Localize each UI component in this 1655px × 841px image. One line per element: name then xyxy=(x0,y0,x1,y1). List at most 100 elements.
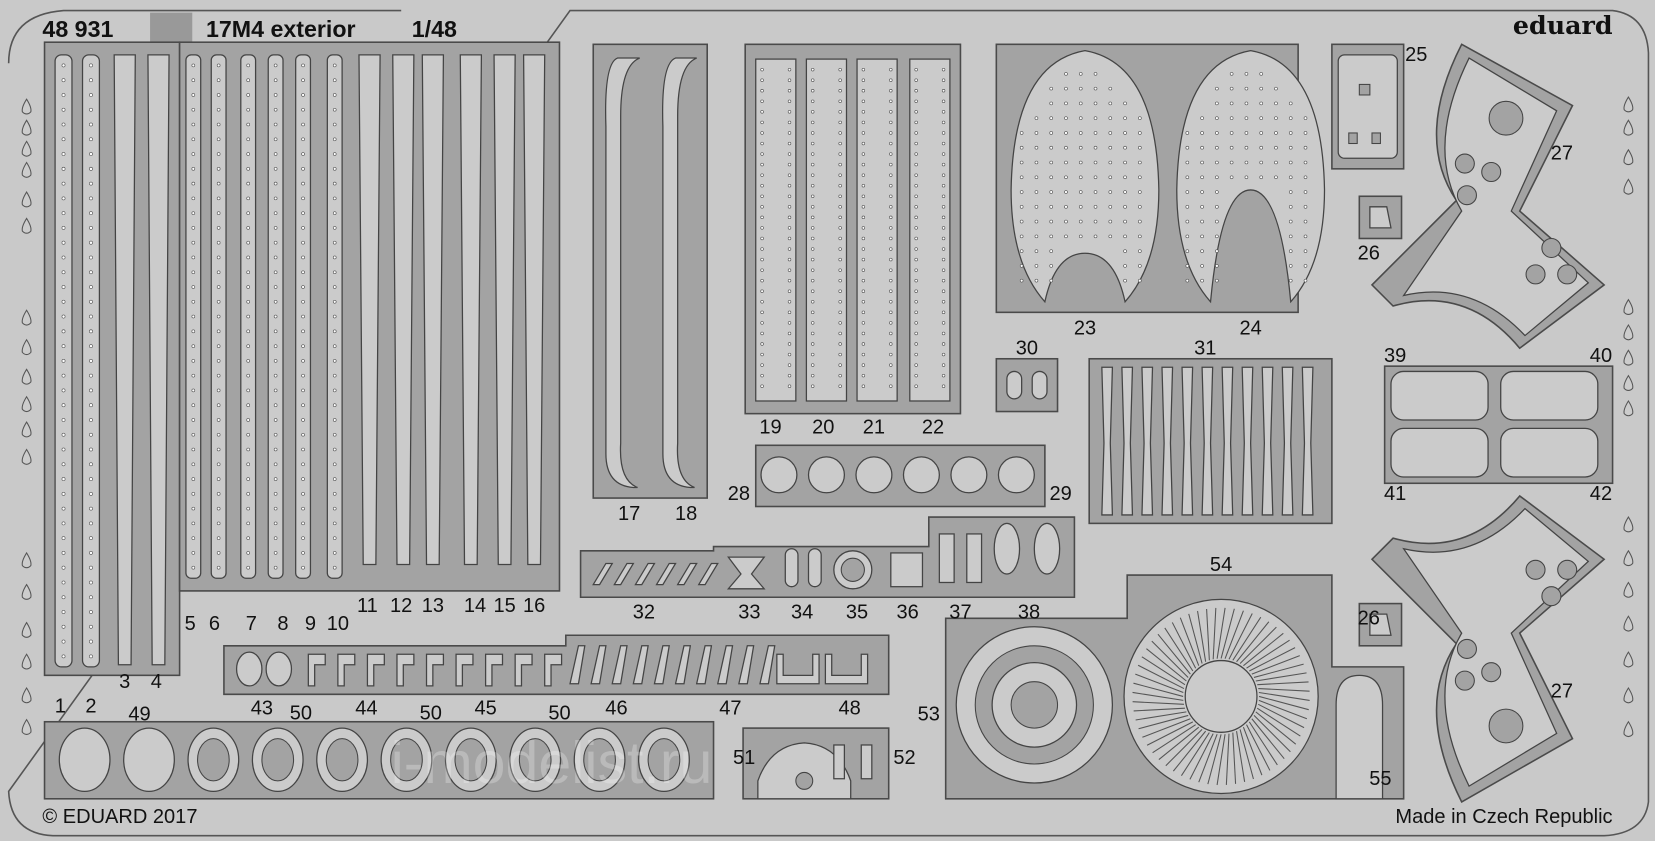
label-22: 22 xyxy=(922,417,944,439)
label-54: 54 xyxy=(1210,554,1232,576)
rivet xyxy=(787,247,792,251)
rivet xyxy=(1138,175,1142,180)
small-part xyxy=(653,645,670,685)
rivet xyxy=(1288,205,1293,209)
rivet xyxy=(811,247,815,251)
rivet xyxy=(787,67,792,72)
fan-blade xyxy=(1152,724,1196,754)
rivet xyxy=(914,141,918,146)
fan-blade xyxy=(1180,732,1210,776)
rivet xyxy=(1303,264,1308,268)
rivet xyxy=(914,173,918,177)
rivet xyxy=(89,299,93,304)
edge-tab xyxy=(1623,651,1634,668)
edge-tab xyxy=(21,621,32,638)
rivet xyxy=(61,270,66,275)
rivet xyxy=(1123,205,1127,209)
rivet xyxy=(861,162,866,167)
rivet xyxy=(1093,131,1098,135)
rivet xyxy=(1078,131,1083,135)
fan-blade xyxy=(1137,664,1185,690)
fan-blade xyxy=(1225,733,1230,785)
rivet xyxy=(811,141,815,146)
rivet xyxy=(301,63,305,68)
rivet xyxy=(1123,219,1127,224)
rivet xyxy=(246,137,250,142)
rivet xyxy=(301,536,305,540)
rivet xyxy=(889,289,893,293)
fan-blade xyxy=(1164,627,1194,672)
rivet xyxy=(889,67,893,72)
rivet xyxy=(191,314,196,319)
rivet xyxy=(89,654,93,659)
rivet xyxy=(914,99,918,103)
rivet xyxy=(61,565,66,570)
rivet xyxy=(914,162,918,167)
rivet xyxy=(332,359,337,363)
rivet xyxy=(1019,175,1024,180)
rivet xyxy=(61,654,66,659)
rivet xyxy=(941,278,946,283)
rivet xyxy=(61,491,66,496)
label-37: 37 xyxy=(949,601,971,623)
rivet xyxy=(787,226,792,230)
rivet xyxy=(889,278,893,283)
rivet xyxy=(914,120,918,125)
rivet xyxy=(1034,190,1039,194)
small-part xyxy=(366,653,385,687)
rivet xyxy=(941,342,946,346)
rivet xyxy=(811,310,815,315)
rivet xyxy=(760,194,764,198)
rivet xyxy=(216,299,221,304)
rivet xyxy=(1259,116,1263,120)
label-3: 3 xyxy=(119,671,130,693)
fret-25 xyxy=(1331,43,1405,170)
rivet xyxy=(61,551,66,555)
rivet xyxy=(1185,175,1190,180)
rivet xyxy=(332,314,337,319)
rivet xyxy=(760,110,764,114)
rivet xyxy=(273,285,278,289)
rivet xyxy=(787,373,792,378)
label-16: 16 xyxy=(523,595,545,617)
rivet xyxy=(332,93,337,97)
rivet xyxy=(301,506,305,511)
rivet xyxy=(1215,234,1219,239)
rivet xyxy=(811,342,815,346)
rivet xyxy=(914,184,918,188)
rivet xyxy=(1049,249,1053,253)
rivet xyxy=(191,447,196,452)
rivet xyxy=(760,352,764,357)
rivet xyxy=(760,373,764,378)
rivet xyxy=(273,403,278,407)
edge-tab xyxy=(21,119,32,136)
rivet xyxy=(191,93,196,97)
rivet xyxy=(216,107,221,112)
fan-blade xyxy=(1258,691,1310,701)
fan-blade xyxy=(1132,691,1184,701)
rivet xyxy=(89,462,93,467)
rivet xyxy=(1049,160,1053,165)
rivet xyxy=(1019,205,1024,209)
fret-27-bottom xyxy=(1370,494,1606,804)
rivet xyxy=(1078,101,1083,106)
rivet xyxy=(191,152,196,156)
rivet xyxy=(246,122,250,127)
rivet xyxy=(61,595,66,600)
rivet xyxy=(216,551,221,555)
rivet xyxy=(61,122,66,127)
rivet xyxy=(838,384,842,388)
rivet xyxy=(861,310,866,315)
rivet xyxy=(301,211,305,215)
rivet xyxy=(1049,264,1053,268)
rivet xyxy=(301,196,305,201)
rivet xyxy=(1108,86,1113,91)
rivet xyxy=(1215,160,1219,165)
rivet xyxy=(838,184,842,188)
rivet xyxy=(89,122,93,127)
rivet xyxy=(889,226,893,230)
rivet xyxy=(89,63,93,68)
rivet xyxy=(273,226,278,230)
rivet xyxy=(61,432,66,437)
rivet xyxy=(941,268,946,272)
